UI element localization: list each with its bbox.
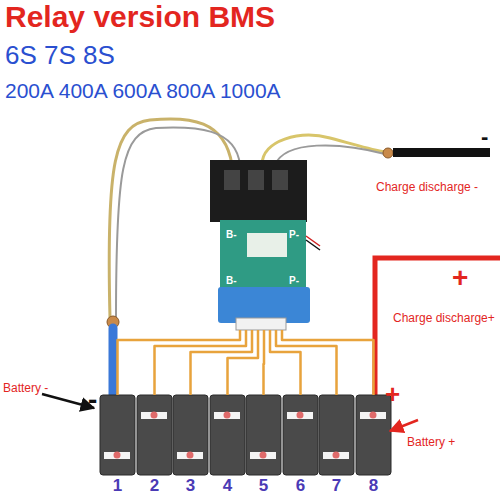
terminal [260,452,267,459]
battery-cell: 8 [356,395,391,500]
annotation-label: Battery + [407,436,455,448]
annotation-label: - [88,386,97,414]
callout-number: 1 [100,477,135,494]
balance-wire [155,330,247,395]
battery-cell [319,395,354,475]
balance-wire [228,330,259,395]
battery-cell: 5 [246,395,281,500]
terminal-label: B- [226,276,237,286]
callout-number: 6 [283,477,318,494]
battery-cell: 7 [319,395,354,500]
relay-terminal [248,170,264,190]
negative-cable [393,148,490,157]
battery-cell [137,395,172,475]
busbar [104,452,130,459]
balance-wire [262,330,265,395]
relay-terminal [224,170,240,190]
terminal-label: P- [289,230,299,240]
busbar [287,412,313,419]
bms-board: B- P- B- P- [213,160,308,330]
annotation-label: 6S 7S 8S [5,42,115,68]
battery-cell [283,395,318,475]
balance-wire [282,330,374,395]
callout-number: 7 [319,477,354,494]
pcb [220,220,306,290]
callout-arrow [42,394,94,408]
relay-terminal [272,170,288,190]
ring-terminal [383,148,393,158]
title-text: Relay version BMS [5,2,275,32]
callout-number: 4 [210,477,245,494]
terminal [370,412,377,419]
battery-cell: 2 [137,395,172,500]
balance-wire [118,330,241,395]
balance-connector [236,318,286,330]
battery-cell: 1 [100,395,135,500]
busbar [177,452,203,459]
battery-pack [100,395,391,475]
busbar [323,452,349,459]
terminal-label: P- [289,276,299,286]
battery-cell [173,395,208,475]
terminal [297,412,304,419]
pcb-sticker [247,233,287,257]
terminal-label: B- [226,230,237,240]
relay-housing [210,160,307,222]
terminal [187,452,194,459]
busbar [360,412,386,419]
busbar [214,412,240,419]
terminal [114,452,121,459]
annotation-label: Charge discharge - [376,181,478,193]
battery-cell [246,395,281,475]
battery-cell [100,395,135,475]
busbar [250,452,276,459]
annotation-label: + [452,264,468,292]
callout-number: 2 [137,477,172,494]
battery-cell: 3 [173,395,208,500]
callout-number: 3 [173,477,208,494]
battery-cell [356,395,391,475]
annotation-label: Charge discharge+ [393,312,495,324]
battery-cell: 4 [210,395,245,500]
signal-wire [306,240,320,250]
callout-number: 5 [246,477,281,494]
annotation-label: - [481,126,488,148]
callout-number: 8 [356,477,391,494]
terminal [333,452,340,459]
battery-cell [210,395,245,475]
terminal [151,412,158,419]
balance-wire [191,330,253,395]
terminal [224,412,231,419]
busbar [141,412,167,419]
battery-cell: 6 [283,395,318,500]
annotation-label: Battery - [3,382,48,394]
battery-negative-wire [109,328,118,402]
annotation-label: 200A 400A 600A 800A 1000A [5,80,281,101]
callout-arrow [390,420,418,431]
annotation-label: + [385,381,400,407]
